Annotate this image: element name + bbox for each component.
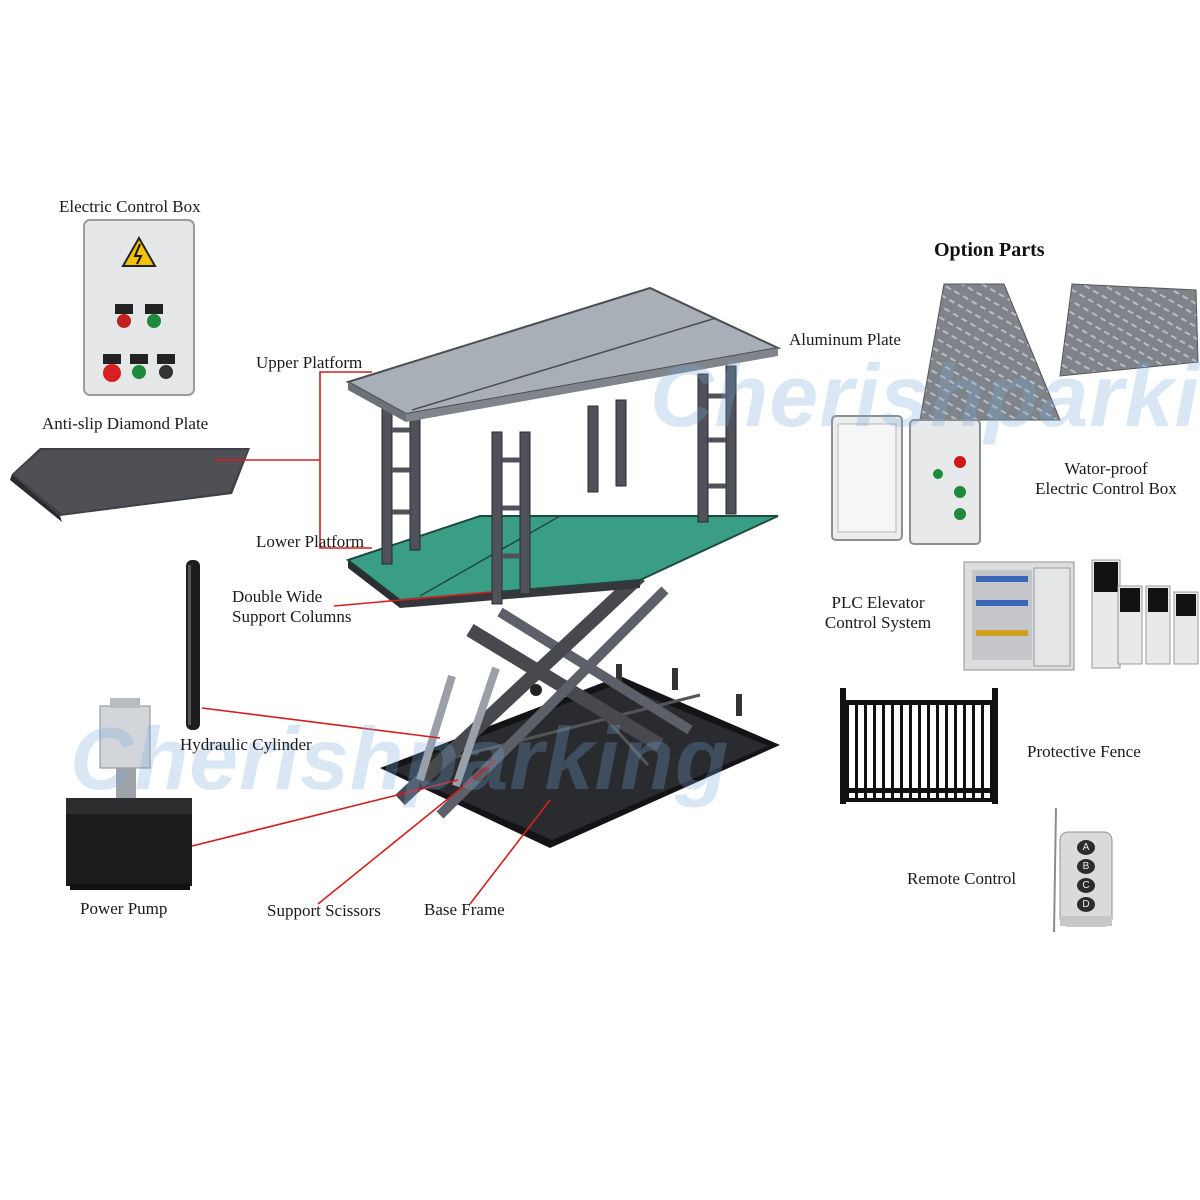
remote-button-c: C xyxy=(1077,878,1095,893)
label-double-wide-line1: Double Wide xyxy=(232,587,323,606)
hydraulic-cylinder-image xyxy=(186,560,200,730)
watermark-top: Cherishparking xyxy=(650,346,1200,445)
label-plc-line1: PLC Elevator xyxy=(831,593,925,612)
leader-lines xyxy=(191,371,551,905)
protective-fence-image xyxy=(840,688,998,804)
label-protective-fence: Protective Fence xyxy=(1027,742,1141,761)
label-double-wide-line2: Support Columns xyxy=(232,607,352,626)
remote-button-d: D xyxy=(1077,897,1095,912)
waterproof-control-box-image xyxy=(831,415,981,545)
remote-button-b: B xyxy=(1077,859,1095,874)
label-upper-platform: Upper Platform xyxy=(256,353,363,372)
scissor-lift-drawing xyxy=(345,286,782,848)
label-support-scissors: Support Scissors xyxy=(267,901,381,920)
label-lower-platform: Lower Platform xyxy=(256,532,365,551)
remote-button-a: A xyxy=(1077,840,1095,855)
power-pump-image xyxy=(66,698,192,890)
plc-control-system-image xyxy=(963,559,1199,671)
label-hydraulic-cylinder: Hydraulic Cylinder xyxy=(180,735,312,754)
option-parts-title: Option Parts xyxy=(934,239,1045,261)
label-anti-slip-plate: Anti-slip Diamond Plate xyxy=(42,414,209,433)
anti-slip-plate-image xyxy=(10,448,250,522)
electric-control-box-image xyxy=(83,219,195,396)
watermark-bottom: Cherishparking xyxy=(70,709,730,808)
aluminum-plate-image xyxy=(919,283,1199,421)
label-plc-line2: Control System xyxy=(824,613,932,632)
label-base-frame: Base Frame xyxy=(424,900,505,919)
label-power-pump: Power Pump xyxy=(80,899,168,918)
label-waterproof-line1: Wator-proof xyxy=(1064,459,1148,478)
label-remote-control: Remote Control xyxy=(907,869,1017,888)
label-aluminum-plate: Aluminum Plate xyxy=(789,330,901,349)
label-waterproof-line2: Electric Control Box xyxy=(1035,479,1177,498)
label-electric-control-box: Electric Control Box xyxy=(59,197,201,216)
